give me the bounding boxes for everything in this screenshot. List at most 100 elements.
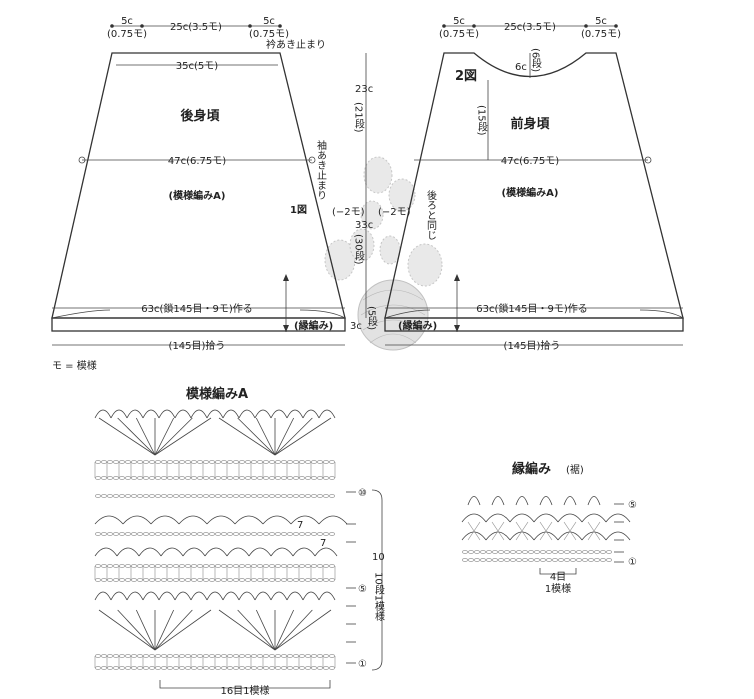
back-panel: 5c (0.75モ) 25c(3.5モ) 5c (0.75モ) 衿あき止まり 3… <box>51 16 365 352</box>
chain-stitch <box>474 558 480 562</box>
chain-stitch <box>251 476 257 480</box>
chain-stitch <box>215 654 221 658</box>
chain-stitch <box>600 558 606 562</box>
chain-stitch <box>95 494 101 498</box>
chain-stitch <box>269 532 275 536</box>
chain-stitch <box>221 476 227 480</box>
back-dec: (−2モ) <box>332 207 365 218</box>
chain-stitch <box>191 460 197 464</box>
chain-stitch <box>251 578 257 582</box>
chain-stitch <box>263 564 269 568</box>
arch-stitch <box>286 409 304 419</box>
arch-stitch <box>206 515 236 525</box>
border-stitch <box>587 521 601 541</box>
chain-stitch <box>486 558 492 562</box>
chain-stitch <box>281 654 287 658</box>
arch-stitch <box>270 409 288 419</box>
arch-stitch <box>126 409 144 419</box>
chain-stitch <box>251 460 257 464</box>
picot-stitch <box>491 496 505 506</box>
chain-stitch <box>209 654 215 658</box>
chain-stitch <box>299 564 305 568</box>
chain-stitch <box>107 564 113 568</box>
chain-stitch <box>588 550 594 554</box>
arch-stitch <box>286 591 304 601</box>
legend: モ = 模様 <box>52 359 97 372</box>
chain-stitch <box>239 564 245 568</box>
fan-stitch <box>98 609 156 651</box>
chain-stitch <box>215 494 221 498</box>
chain-stitch <box>209 666 215 670</box>
chain-stitch <box>570 550 576 554</box>
fan-stitch <box>98 417 156 456</box>
chain-stitch <box>486 550 492 554</box>
chain-stitch <box>245 494 251 498</box>
chain-stitch <box>299 476 305 480</box>
chain-stitch <box>269 578 275 582</box>
front-pickup: (145目)拾う <box>504 339 561 352</box>
chain-stitch <box>149 532 155 536</box>
chain-stitch <box>203 476 209 480</box>
chain-stitch <box>197 494 203 498</box>
chain-stitch <box>221 578 227 582</box>
arch-stitch <box>509 513 535 523</box>
front-top-right-1: 5c <box>595 16 607 27</box>
chain-stitch <box>161 666 167 670</box>
h-border: 3c <box>350 321 362 332</box>
chain-stitch <box>149 564 155 568</box>
chain-stitch <box>143 460 149 464</box>
chain-stitch <box>498 550 504 554</box>
chain-stitch <box>317 532 323 536</box>
chain-stitch <box>221 564 227 568</box>
arch-stitch <box>270 547 294 557</box>
chain-stitch <box>263 532 269 536</box>
arch-stitch <box>302 409 320 419</box>
arch-stitch <box>190 591 208 601</box>
chain-stitch <box>329 654 335 658</box>
chain-stitch <box>179 654 185 658</box>
chain-stitch <box>317 494 323 498</box>
arch-stitch <box>206 591 224 601</box>
chain-stitch <box>197 460 203 464</box>
chain-stitch <box>209 476 215 480</box>
arch-stitch <box>605 531 631 541</box>
chain-stitch <box>113 578 119 582</box>
chain-stitch <box>227 578 233 582</box>
chain-stitch <box>155 532 161 536</box>
front-dec: (−2モ) <box>378 207 411 218</box>
chain-stitch <box>546 558 552 562</box>
chain-stitch <box>197 654 203 658</box>
arch-stitch <box>290 515 320 525</box>
chain-stitch <box>227 460 233 464</box>
chain-stitch <box>209 532 215 536</box>
chain-stitch <box>95 564 101 568</box>
chain-stitch <box>107 654 113 658</box>
neck-rows: (6段) <box>530 48 542 72</box>
chain-stitch <box>185 460 191 464</box>
chain-stitch <box>215 666 221 670</box>
same-as-back: 後ろと同じ <box>425 189 437 240</box>
border-row-mark-1: ① <box>628 557 637 568</box>
chain-stitch <box>167 654 173 658</box>
chain-stitch <box>528 550 534 554</box>
arch-stitch <box>533 531 559 541</box>
fan-stitch <box>154 417 212 456</box>
chain-stitch <box>95 654 101 658</box>
chain-stitch <box>317 564 323 568</box>
chain-stitch <box>101 532 107 536</box>
chain-stitch <box>197 666 203 670</box>
chain-stitch <box>287 532 293 536</box>
chain-stitch <box>239 476 245 480</box>
chain-stitch <box>293 476 299 480</box>
row-mark-5: ⑤ <box>358 584 367 595</box>
fan-stitch <box>274 417 313 456</box>
chain-stitch <box>95 476 101 480</box>
chain-stitch <box>522 550 528 554</box>
arch-stitch <box>138 547 162 557</box>
chain-stitch <box>155 564 161 568</box>
chain-stitch <box>275 564 281 568</box>
chain-stitch <box>269 460 275 464</box>
arch-stitch <box>262 515 292 525</box>
chain-stitch <box>293 578 299 582</box>
chain-stitch <box>317 476 323 480</box>
